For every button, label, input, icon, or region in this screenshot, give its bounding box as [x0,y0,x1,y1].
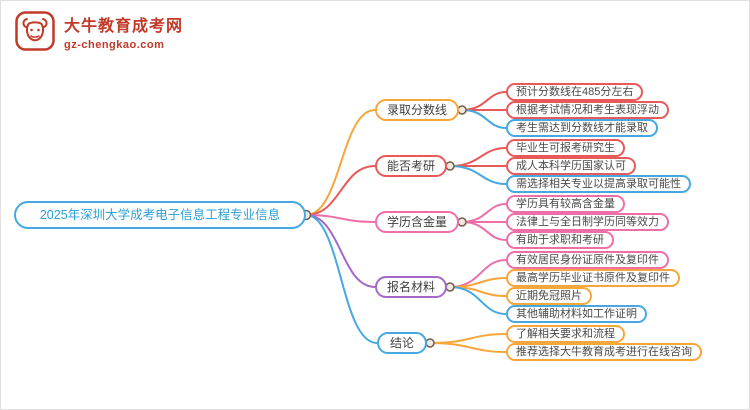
leaf-node: 有助于求职和考研 [506,231,614,249]
leaf-node: 最高学历毕业证书原件及复印件 [506,269,680,287]
root-node: 2025年深圳大学成考电子信息工程专业信息 [14,201,306,229]
leaf-node: 推荐选择大牛教育成考进行在线咨询 [506,343,702,361]
edge-root-to-branch-3 [305,214,376,288]
leaf-node: 预计分数线在485分左右 [506,83,644,101]
leaf-node: 有效居民身份证原件及复印件 [506,251,669,269]
branch-node-degree-value: 学历含金量 [375,211,459,233]
logo-title: 大牛教育成考网 [64,17,184,35]
branch-dot-0 [457,105,467,115]
leaf-node: 需选择相关专业以提高录取可能性 [506,175,691,193]
branch-dot-2 [457,217,467,227]
branch-node-postgraduate-eligibility: 能否考研 [375,155,447,177]
logo-text: 大牛教育成考网 gz-chengkao.com [64,12,183,51]
edge-branch2-leaf2 [461,221,507,241]
leaf-node: 学历具有较高含金量 [506,195,625,213]
branch-node-application-materials: 报名材料 [375,276,447,298]
branch-node-admission-score: 录取分数线 [375,99,459,121]
edge-branch1-leaf2 [449,165,507,185]
edge-root-to-branch-4 [305,214,378,344]
edge-branch0-leaf0 [461,91,507,111]
edge-branch2-leaf0 [461,203,507,223]
leaf-node: 成人本科学历国家认可 [506,157,636,175]
branch-dot-3 [445,282,455,292]
branch-node-conclusion: 结论 [377,332,427,354]
logo-url: gz-chengkao.com [64,38,165,51]
leaf-node: 近期免冠照片 [506,287,592,305]
edge-root-to-branch-1 [305,165,376,216]
leaf-node: 考生需达到分数线才能录取 [506,119,658,137]
leaf-node: 毕业生可报考研究生 [506,139,625,157]
logo: 大牛教育成考网 gz-chengkao.com [15,11,183,51]
edge-branch0-leaf2 [461,109,507,129]
edge-branch1-leaf0 [449,147,507,167]
edge-root-to-branch-2 [305,214,376,223]
ox-logo-icon [15,11,55,51]
leaf-node: 了解相关要求和流程 [506,325,625,343]
leaf-node: 法律上与全日制学历同等效力 [506,213,669,231]
edge-branch4-leaf0 [429,333,507,344]
branch-dot-1 [445,161,455,171]
leaf-node: 其他辅助材料如工作证明 [506,305,647,323]
edge-root-to-branch-0 [305,109,376,216]
edge-branch4-leaf1 [429,342,507,353]
leaf-node: 根据考试情况和考生表现浮动 [506,101,669,119]
branch-dot-4 [425,338,435,348]
edge-branch3-leaf3 [449,286,507,315]
